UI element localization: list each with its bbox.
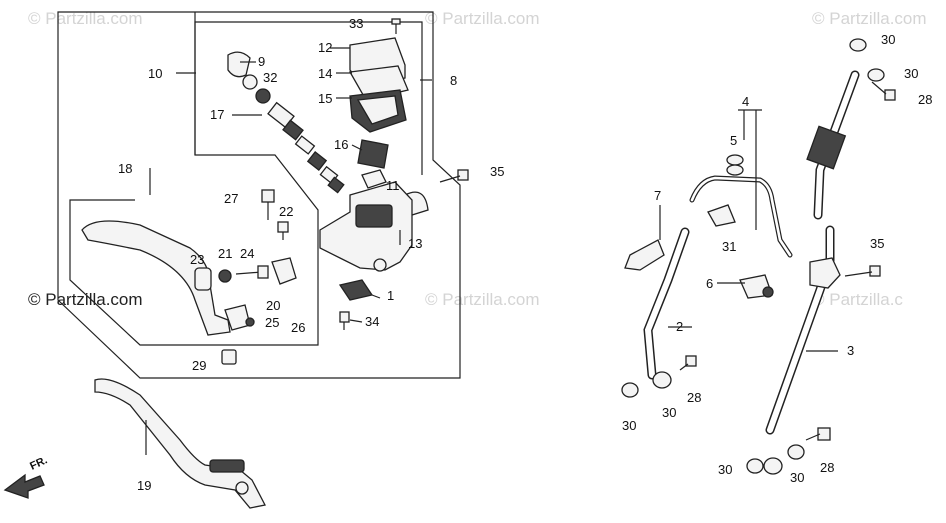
callout-34: 34 <box>365 314 379 329</box>
callout-11: 11 <box>386 178 400 193</box>
callout-6: 6 <box>706 276 713 291</box>
lever-group-outline <box>69 12 319 346</box>
callout-17: 17 <box>210 107 224 122</box>
callout-32: 32 <box>263 70 277 85</box>
adjuster-rod <box>235 265 269 279</box>
callout-19: 19 <box>137 478 151 493</box>
lever-alt-adjuster <box>209 459 249 495</box>
callout-13: 13 <box>408 236 422 251</box>
body-outlet <box>373 258 387 272</box>
hose-short-inner <box>644 229 688 378</box>
grommet <box>726 154 744 176</box>
reservoir-screw <box>391 18 401 34</box>
callout-30-b: 30 <box>904 66 918 81</box>
front-brake-lever-alt <box>94 378 266 509</box>
pivot-collar <box>218 269 232 283</box>
callout-23: 23 <box>190 252 204 267</box>
direction-label: FR. <box>28 454 49 472</box>
callout-12: 12 <box>318 40 332 55</box>
clamp-small <box>361 169 387 189</box>
inner-group-outline <box>194 21 423 175</box>
snap-ring <box>242 74 258 90</box>
callout-18: 18 <box>118 161 132 176</box>
piston-washer <box>255 88 271 104</box>
brake-pipe-inner <box>690 176 792 257</box>
callout-1: 1 <box>387 288 394 303</box>
callout-29: 29 <box>192 358 206 373</box>
callout-30-a: 30 <box>881 32 895 47</box>
master-cylinder-group-outline <box>57 11 461 379</box>
float <box>357 139 389 169</box>
callout-28-mid: 28 <box>687 390 701 405</box>
callout-33: 33 <box>349 16 363 31</box>
callout-26: 26 <box>291 320 305 335</box>
brake-switch <box>338 279 374 301</box>
callout-22: 22 <box>279 204 293 219</box>
leader-lines <box>145 47 838 455</box>
hose-clamp-7 <box>624 239 665 271</box>
joint-bolt <box>844 265 881 277</box>
watermark-top-center: © Partzilla.com <box>425 9 540 28</box>
callout-5: 5 <box>730 133 737 148</box>
callout-30-c: 30 <box>622 418 636 433</box>
callout-3: 3 <box>847 343 854 358</box>
callout-30-d: 30 <box>662 405 676 420</box>
sealing-washers <box>621 38 885 475</box>
callout-28-bottom: 28 <box>820 460 834 475</box>
piston-set <box>267 101 345 194</box>
callout-4: 4 <box>742 94 749 109</box>
callout-21: 21 <box>218 246 232 261</box>
callout-15: 15 <box>318 91 332 106</box>
callout-10: 10 <box>148 66 162 81</box>
callout-25: 25 <box>265 315 279 330</box>
three-way-joint <box>809 257 841 289</box>
spring-pin <box>245 317 255 327</box>
callout-2: 2 <box>676 319 683 334</box>
callout-30-e: 30 <box>718 462 732 477</box>
master-bolt <box>439 169 469 183</box>
banjo-bolt-top <box>871 81 896 101</box>
watermark-middle: © Partzilla.com <box>425 290 540 309</box>
banjo-bolt-mid <box>679 355 697 371</box>
watermark-dark: © Partzilla.com <box>28 290 143 309</box>
callout-8: 8 <box>450 73 457 88</box>
body-reservoir-window <box>355 204 393 228</box>
callout-35-a: 35 <box>490 164 504 179</box>
lever-bushing <box>194 267 212 291</box>
callout-24: 24 <box>240 246 254 261</box>
callout-30-f: 30 <box>790 470 804 485</box>
front-direction-arrow: FR. <box>3 454 49 499</box>
callout-16: 16 <box>334 137 348 152</box>
callout-7: 7 <box>654 188 661 203</box>
boot <box>227 51 251 78</box>
pipe-clamp-31 <box>707 204 736 227</box>
hose-sleeve <box>806 125 847 170</box>
clamp-6-bolt <box>762 286 774 298</box>
watermark-top-left: © Partzilla.com <box>28 9 143 28</box>
callout-9: 9 <box>258 54 265 69</box>
front-brake-hose-long <box>765 70 860 435</box>
hose-long-inner <box>767 72 858 433</box>
pivot-nut <box>277 221 289 240</box>
watermark-middle-right: © Partzilla.c <box>812 290 903 309</box>
lever-dust-seal <box>221 349 237 365</box>
callout-14: 14 <box>318 66 332 81</box>
adjuster-knob <box>271 257 297 285</box>
callout-31: 31 <box>722 239 736 254</box>
banjo-bolt-bottom <box>805 427 831 441</box>
callout-27: 27 <box>224 191 238 206</box>
callout-35-b: 35 <box>870 236 884 251</box>
callout-20: 20 <box>266 298 280 313</box>
watermark-top-right: © Partzilla.com <box>812 9 927 28</box>
diaphragm-inner <box>356 95 399 125</box>
pivot-bolt <box>261 189 275 220</box>
switch-screw <box>339 311 350 330</box>
callout-28-top: 28 <box>918 92 932 107</box>
